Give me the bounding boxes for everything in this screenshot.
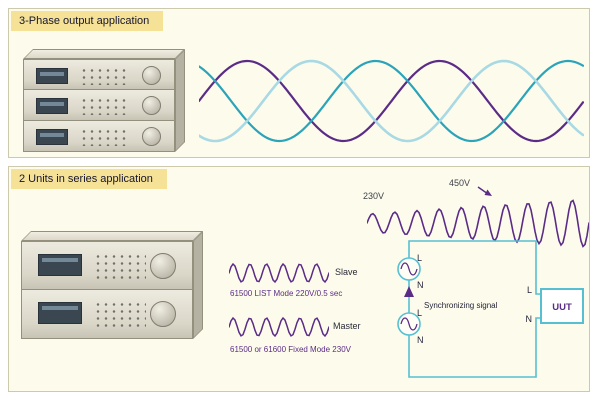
sync-arrow-icon bbox=[404, 286, 414, 297]
unit-display bbox=[36, 129, 68, 145]
unit-knob bbox=[142, 66, 161, 85]
uut-neutral-terminal: N bbox=[526, 314, 533, 324]
slave-live-terminal: L bbox=[417, 253, 422, 263]
unit-keypad bbox=[80, 128, 126, 146]
unit-display bbox=[38, 302, 82, 324]
slave-waveform bbox=[229, 262, 329, 284]
master-output-path bbox=[229, 316, 329, 338]
neutral-wire bbox=[408, 317, 541, 378]
slave-output-path bbox=[229, 262, 329, 284]
slave-caption: 61500 LIST Mode 220V/0.5 sec bbox=[230, 289, 343, 298]
slave-neutral-terminal: N bbox=[417, 280, 424, 290]
series-panel: 2 Units in series application 230V 450V bbox=[8, 166, 590, 392]
series-panel-title: 2 Units in series application bbox=[11, 169, 167, 189]
uut-box bbox=[540, 288, 584, 324]
unit-keypad bbox=[94, 253, 146, 279]
phase-B-path bbox=[199, 59, 584, 143]
three-phase-panel-title: 3-Phase output application bbox=[11, 11, 164, 31]
master-waveform bbox=[229, 316, 329, 338]
power-supply-unit bbox=[21, 241, 193, 290]
unit-knob bbox=[150, 253, 176, 279]
instrument-stack-two-units bbox=[21, 231, 203, 339]
phase-C-path bbox=[199, 59, 584, 143]
master-label: Master bbox=[333, 321, 361, 331]
voltage-start-label: 230V bbox=[363, 191, 385, 201]
unit-knob bbox=[142, 127, 161, 146]
voltage-end-label: 450V bbox=[449, 178, 471, 188]
series-output-path bbox=[367, 199, 589, 248]
master-source-sine-icon bbox=[400, 317, 418, 331]
master-caption: 61500 or 61600 Fixed Mode 230V bbox=[230, 345, 351, 354]
phase-A-path bbox=[199, 59, 584, 143]
master-live-terminal: L bbox=[417, 308, 422, 318]
unit-display bbox=[36, 98, 68, 114]
unit-keypad bbox=[80, 67, 126, 85]
slave-source-sine-icon bbox=[400, 262, 418, 276]
series-circuit-diagram: UUT L N L N Synchronizing signal L N bbox=[397, 240, 584, 378]
unit-display bbox=[38, 254, 82, 276]
three-phase-panel: 3-Phase output application bbox=[8, 8, 590, 158]
unit-keypad bbox=[94, 301, 146, 327]
sync-signal-label: Synchronizing signal bbox=[424, 301, 498, 310]
unit-keypad bbox=[80, 97, 126, 115]
instrument-stack-three-units bbox=[23, 49, 185, 152]
uut-label: UUT bbox=[552, 302, 572, 313]
master-neutral-terminal: N bbox=[417, 335, 424, 345]
unit-display bbox=[36, 68, 68, 84]
instrument-side-face bbox=[175, 49, 185, 152]
power-supply-unit bbox=[23, 90, 175, 121]
slave-label: Slave bbox=[335, 267, 358, 277]
unit-knob bbox=[142, 96, 161, 115]
instrument-side-face bbox=[193, 231, 203, 339]
power-supply-unit bbox=[23, 121, 175, 152]
unit-knob bbox=[150, 301, 176, 327]
instrument-top-face bbox=[23, 49, 185, 59]
voltage-arrow-icon bbox=[477, 186, 492, 196]
three-phase-waveform bbox=[199, 59, 584, 143]
power-supply-unit bbox=[21, 290, 193, 339]
instrument-top-face bbox=[21, 231, 203, 241]
power-supply-unit bbox=[23, 59, 175, 90]
live-wire bbox=[408, 240, 541, 295]
series-output-waveform bbox=[367, 199, 589, 248]
uut-live-terminal: L bbox=[527, 285, 532, 295]
